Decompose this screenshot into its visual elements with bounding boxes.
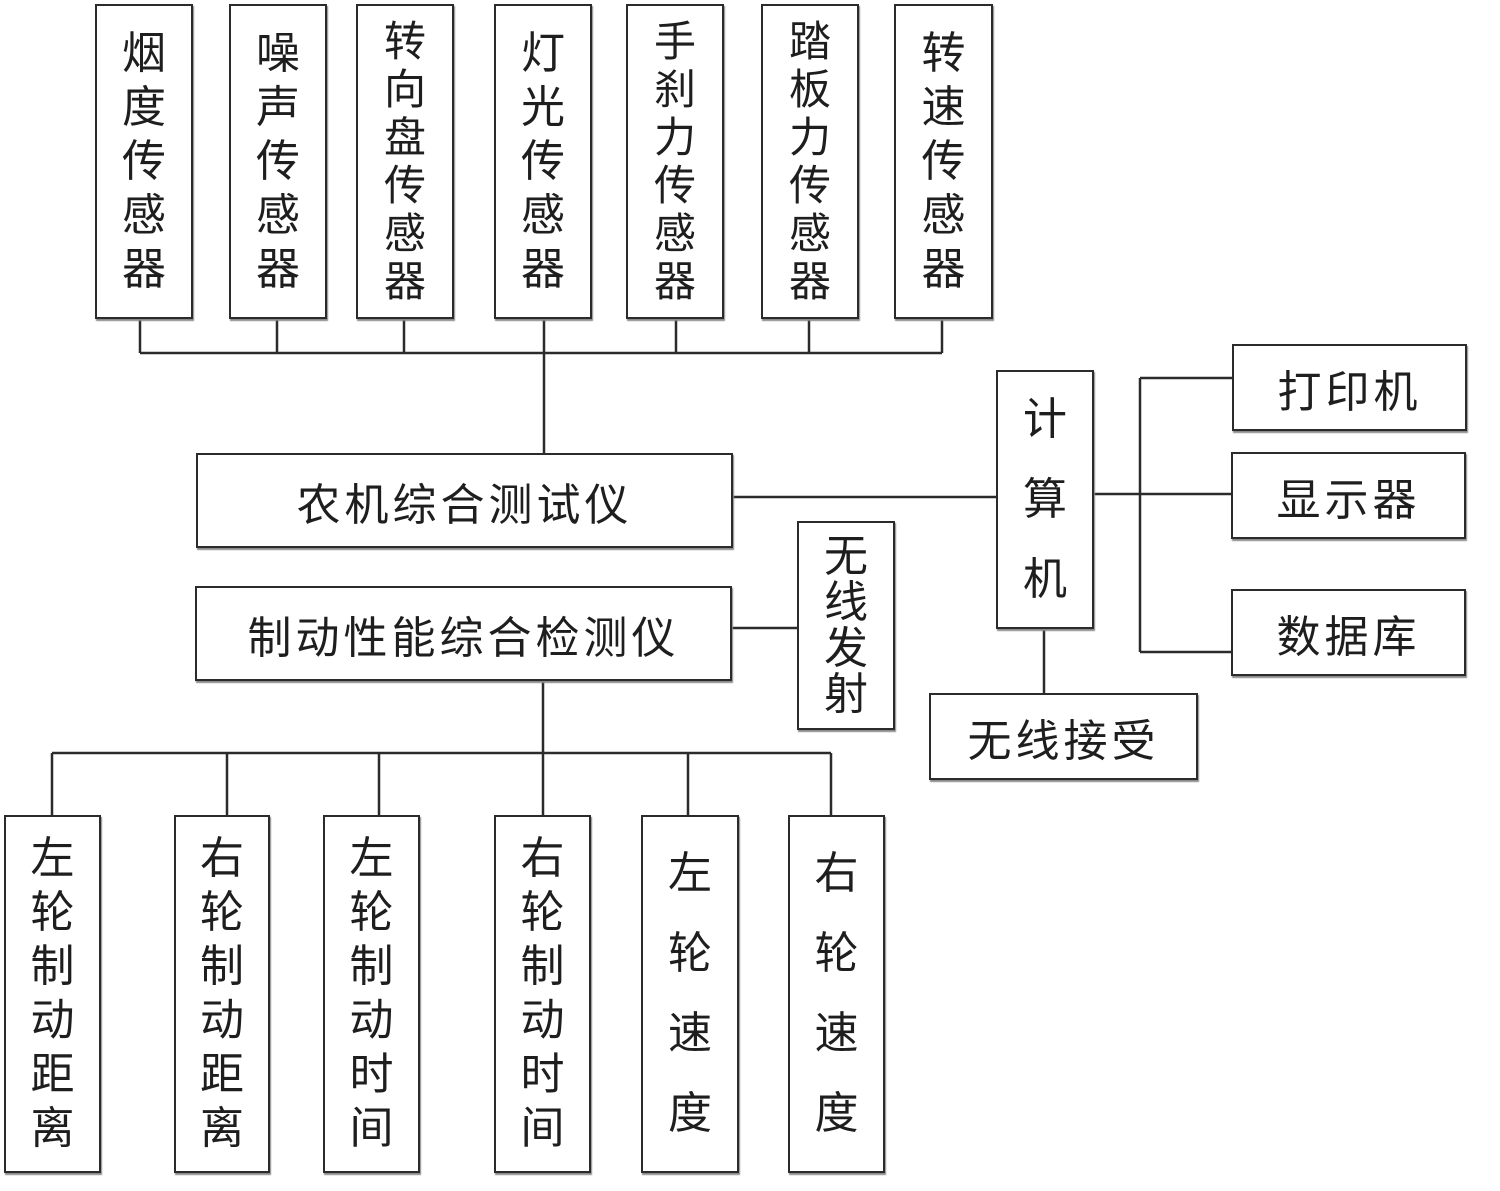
sensor-pedal-force: 踏板力传感器 [761,4,859,319]
computer: 计算机 [996,370,1094,629]
brake-performance-tester: 制动性能综合检测仪 [195,586,732,681]
sensor-handbrake-force: 手刹力传感器 [626,4,724,319]
sensor-noise: 噪声传感器 [229,4,327,319]
measure-right-brake-distance: 右轮制动距离 [174,815,270,1173]
display: 显示器 [1231,452,1466,539]
measure-right-brake-time: 右轮制动时间 [494,815,591,1173]
printer: 打印机 [1232,344,1467,431]
measure-left-brake-time: 左轮制动时间 [323,815,420,1173]
sensor-steering-wheel: 转向盘传感器 [356,4,454,319]
wireless-transmit: 无线发射 [797,521,895,730]
measure-left-wheel-speed: 左轮速度 [641,815,739,1173]
measure-left-brake-distance: 左轮制动距离 [4,815,101,1173]
sensor-smoke: 烟度传感器 [95,4,193,319]
sensor-speed: 转速传感器 [894,4,993,319]
database: 数据库 [1231,589,1466,676]
measure-right-wheel-speed: 右轮速度 [788,815,885,1173]
sensor-light: 灯光传感器 [494,4,592,319]
wireless-receive: 无线接受 [929,693,1198,780]
agricultural-machine-tester: 农机综合测试仪 [196,453,733,548]
